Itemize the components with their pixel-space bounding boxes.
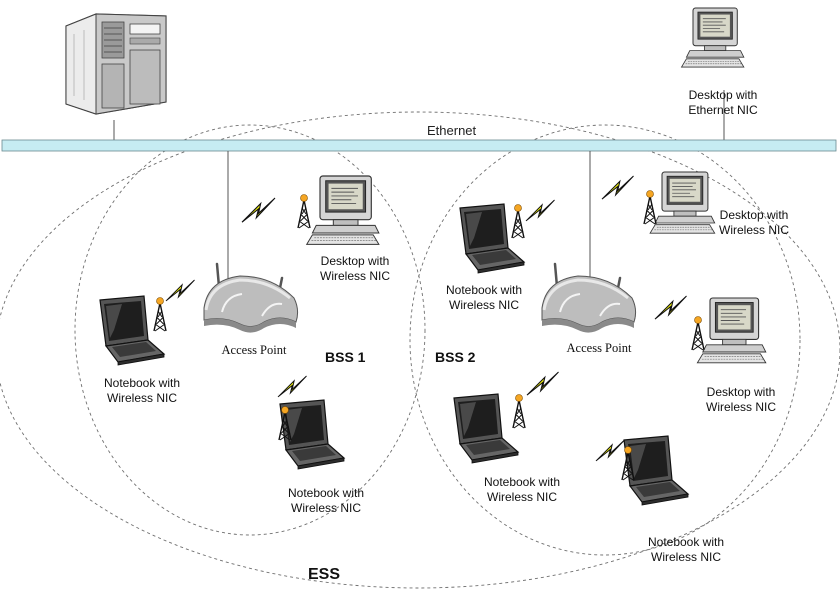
notebook-wireless-label: Notebook with Wireless NIC xyxy=(446,283,522,313)
desktop-wireless-label: Desktop with Wireless NIC xyxy=(320,254,390,284)
antenna-tower-icon xyxy=(692,317,704,351)
notebook-wireless-label: Notebook with Wireless NIC xyxy=(648,535,724,565)
desktop-wireless-label: Desktop with Wireless NIC xyxy=(719,208,789,238)
bss1-label: BSS 1 xyxy=(325,349,365,365)
desktop-ethernet-label: Desktop with Ethernet NIC xyxy=(688,88,757,118)
antenna-tower-icon xyxy=(154,298,166,332)
notebook-wireless-label: Notebook with Wireless NIC xyxy=(104,376,180,406)
desktop-icon xyxy=(650,172,715,233)
access-point-label: Access Point xyxy=(222,343,287,358)
label-line-2: Wireless NIC xyxy=(719,223,789,238)
access-point-icon xyxy=(204,264,298,333)
lightning-icon xyxy=(602,176,634,199)
label-line-1: Desktop with xyxy=(688,88,757,103)
lightning-icon xyxy=(655,296,687,319)
ethernet-label: Ethernet xyxy=(427,123,476,138)
desktop-icon xyxy=(682,8,744,67)
bss2-label: BSS 2 xyxy=(435,349,475,365)
lightning-icon xyxy=(242,198,275,222)
desktop-icon xyxy=(307,176,379,244)
lightning-icon xyxy=(166,280,195,301)
antenna-tower-icon xyxy=(644,191,656,225)
label-line-2: Wireless NIC xyxy=(320,269,390,284)
label-line-2: Wireless NIC xyxy=(104,391,180,406)
label-line-2: Wireless NIC xyxy=(706,400,776,415)
notebook-icon xyxy=(454,394,518,463)
label-line-1: Notebook with xyxy=(288,486,364,501)
antenna-tower-icon xyxy=(512,205,524,239)
lightning-icon xyxy=(526,200,555,221)
label-line-1: Notebook with xyxy=(484,475,560,490)
lightning-icon xyxy=(596,440,625,461)
server-icon xyxy=(66,14,166,114)
lightning-icon xyxy=(278,376,307,397)
notebook-icon xyxy=(624,436,688,505)
desktop-wireless-label: Desktop with Wireless NIC xyxy=(706,385,776,415)
access-point-icon xyxy=(542,264,636,333)
label-line-2: Wireless NIC xyxy=(484,490,560,505)
label-line-2: Wireless NIC xyxy=(648,550,724,565)
notebook-wireless-label: Notebook with Wireless NIC xyxy=(484,475,560,505)
label-line-1: Desktop with xyxy=(719,208,789,223)
ethernet-bus xyxy=(2,140,836,151)
ess-label: ESS xyxy=(308,566,340,584)
notebook-icon xyxy=(460,204,524,273)
label-line-1: Notebook with xyxy=(446,283,522,298)
desktop-icon xyxy=(697,298,765,363)
label-line-1: Notebook with xyxy=(648,535,724,550)
access-point-label: Access Point xyxy=(567,341,632,356)
lightning-icon xyxy=(527,372,559,395)
antenna-tower-icon xyxy=(298,195,310,229)
label-line-2: Ethernet NIC xyxy=(688,103,757,118)
antenna-tower-icon xyxy=(513,395,525,429)
label-line-1: Desktop with xyxy=(320,254,390,269)
notebook-wireless-label: Notebook with Wireless NIC xyxy=(288,486,364,516)
label-line-2: Wireless NIC xyxy=(288,501,364,516)
label-line-1: Desktop with xyxy=(706,385,776,400)
label-line-2: Wireless NIC xyxy=(446,298,522,313)
label-line-1: Notebook with xyxy=(104,376,180,391)
